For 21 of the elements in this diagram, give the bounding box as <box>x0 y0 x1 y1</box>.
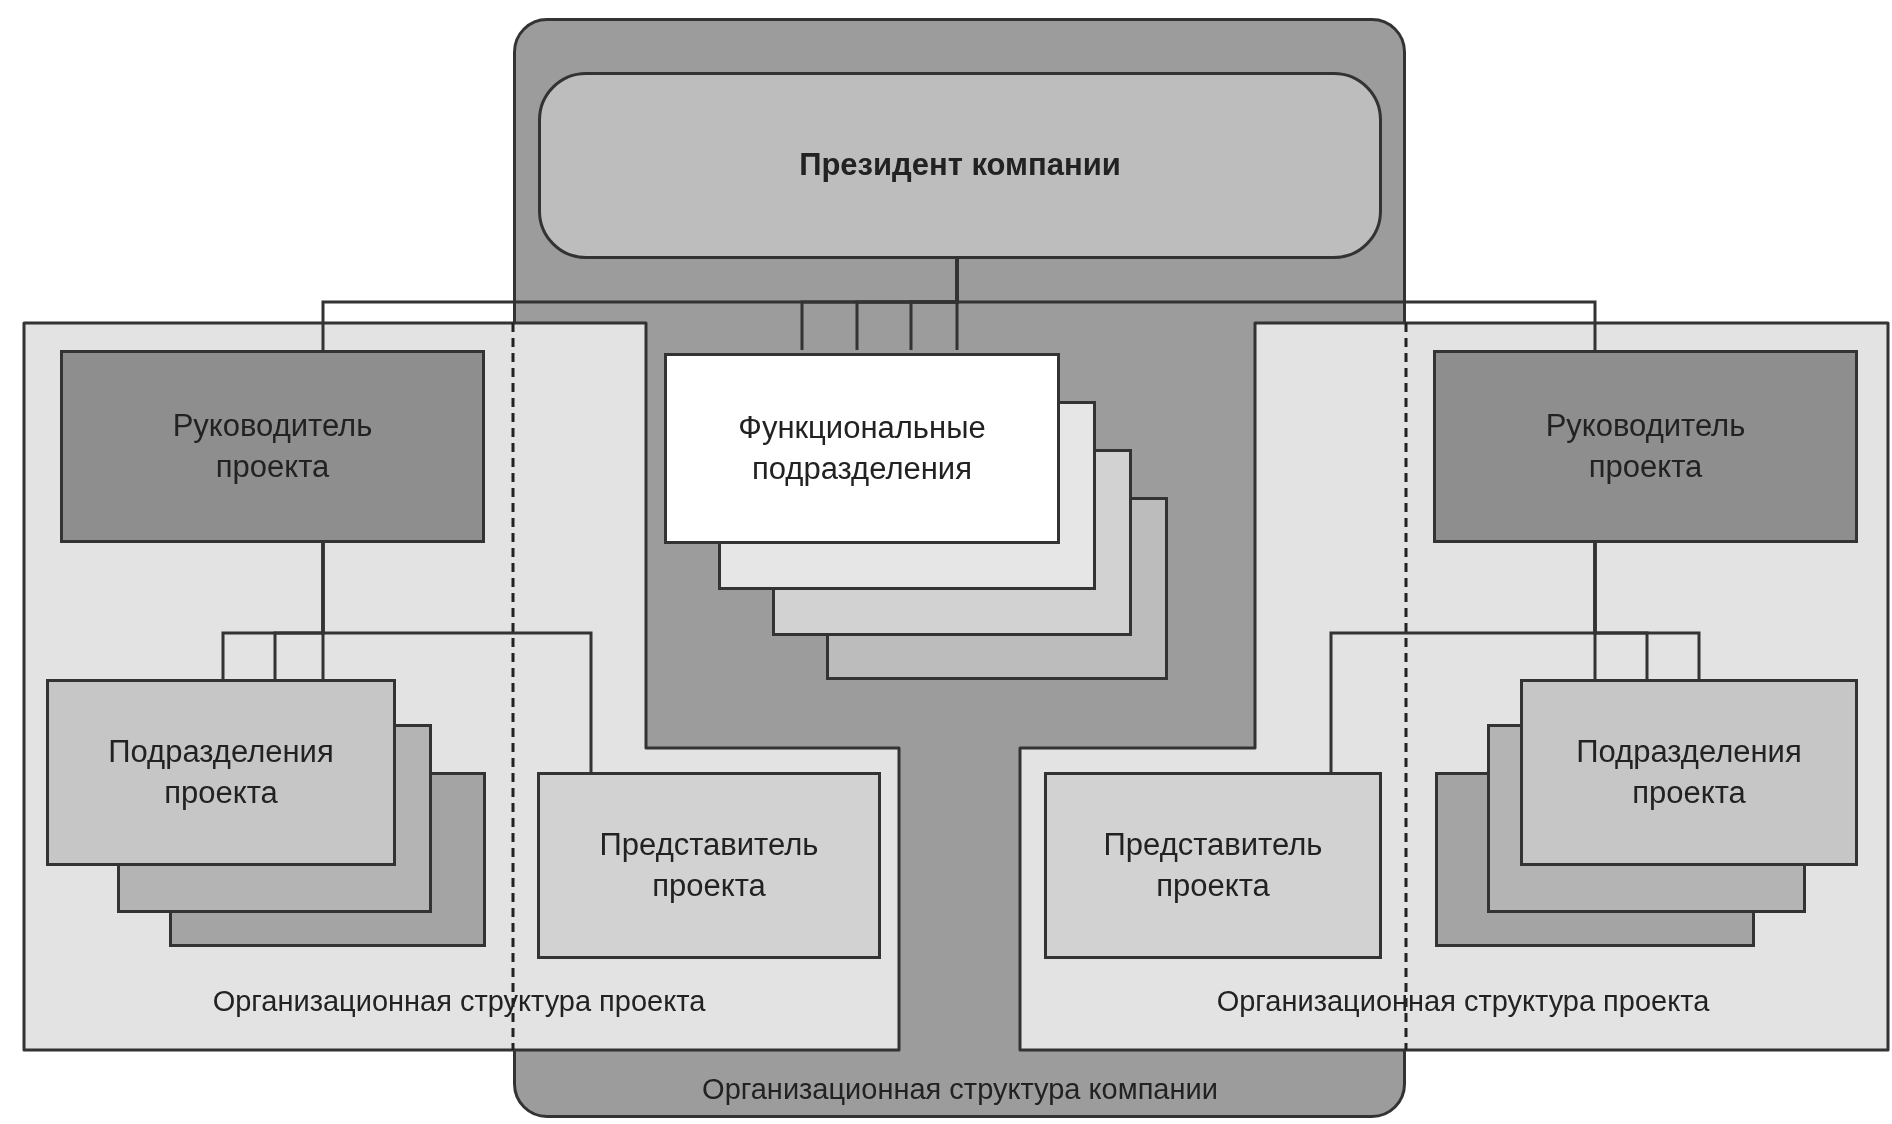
region-label: Организационная структура проекта <box>1216 985 1710 1018</box>
box-label: Подразделения проекта <box>1575 733 1803 812</box>
org-unit-box <box>1044 772 1382 959</box>
box-label: Представитель проекта <box>1102 826 1324 905</box>
box-label: Руководитель проекта <box>1544 407 1747 486</box>
box-label: Представитель проекта <box>598 826 820 905</box>
box-label: Функциональные подразделения <box>737 409 987 488</box>
connector-line <box>1329 543 1597 772</box>
org-unit-box <box>60 350 485 543</box>
region-label: Организационная структура проекта <box>212 985 706 1018</box>
stacked-cards <box>1435 679 1858 947</box>
stacked-cards <box>664 353 1168 680</box>
box-label: Президент компании <box>798 146 1122 185</box>
box-label: Подразделения проекта <box>107 733 335 812</box>
connector-line <box>321 543 593 772</box>
box-label: Руководитель проекта <box>171 407 374 486</box>
org-unit-box <box>1433 350 1858 543</box>
stacked-cards <box>46 679 486 947</box>
org-unit-box <box>537 772 881 959</box>
region-label: Организационная структура компании <box>702 1073 1218 1106</box>
president-box <box>538 72 1382 259</box>
